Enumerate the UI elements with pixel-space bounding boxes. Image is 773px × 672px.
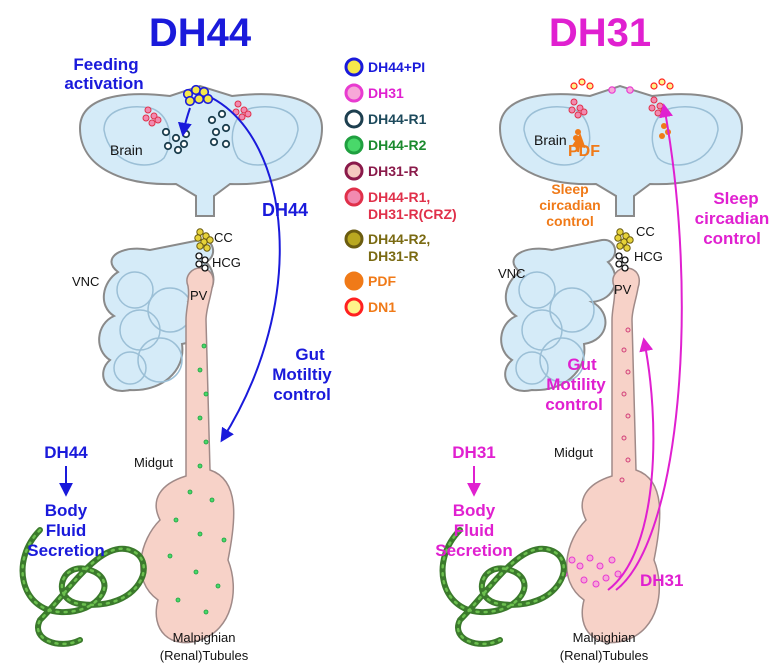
left-midgut-label: Midgut bbox=[134, 455, 173, 470]
left-gut bbox=[139, 267, 235, 644]
left-gut-line3: control bbox=[273, 385, 331, 404]
left-vnc-label: VNC bbox=[72, 274, 99, 289]
left-malp-line1: Malpighian bbox=[173, 630, 236, 645]
left-gut-cells bbox=[167, 343, 227, 615]
right-vnc-label: VNC bbox=[498, 266, 525, 281]
left-feeding-line2: activation bbox=[64, 74, 143, 93]
legend-label-6-line2: DH31-R bbox=[368, 248, 419, 264]
right-vnc-lobes bbox=[515, 271, 595, 385]
right-sleep-big-line2: circadian bbox=[695, 209, 770, 228]
legend-swatch-8 bbox=[344, 297, 364, 317]
left-malp-line2: (Renal)Tubules bbox=[160, 648, 249, 663]
legend-label-2: DH44-R1 bbox=[368, 111, 427, 127]
left-cc-label: CC bbox=[214, 230, 233, 245]
right-vnc bbox=[500, 238, 617, 392]
right-brain bbox=[498, 84, 744, 217]
legend-label-5-line1: DH44-R1, bbox=[368, 189, 430, 205]
left-body-line3: Secretion bbox=[27, 541, 104, 560]
right-midgut-label: Midgut bbox=[554, 445, 593, 460]
right-body-line2: Fluid bbox=[454, 521, 495, 540]
left-gut-line2: Motiltiy bbox=[272, 365, 332, 384]
right-sleep-big-line3: control bbox=[703, 229, 761, 248]
left-cc bbox=[194, 228, 214, 252]
right-pv-label: PV bbox=[614, 282, 632, 297]
right-pdf-arrow bbox=[571, 133, 586, 153]
left-pv-label: PV bbox=[190, 288, 208, 303]
legend-label-1: DH31 bbox=[368, 85, 404, 101]
legend-swatch-0 bbox=[344, 57, 364, 77]
right-body-line1: Body bbox=[453, 501, 496, 520]
left-body-line1: Body bbox=[45, 501, 88, 520]
right-hcg-label: HCG bbox=[634, 249, 663, 264]
right-gut-cells bbox=[619, 327, 631, 483]
right-sleep-big-line1: Sleep bbox=[713, 189, 758, 208]
right-gut-line3: control bbox=[545, 395, 603, 414]
legend-label-4: DH31-R bbox=[368, 163, 419, 179]
right-cc-label: CC bbox=[636, 224, 655, 239]
legend-swatch-6 bbox=[344, 229, 364, 249]
left-body-line2: Fluid bbox=[46, 521, 87, 540]
legend-label-7: PDF bbox=[368, 273, 396, 289]
left-tubule-cells bbox=[21, 528, 146, 646]
legend: DH44+PIDH31DH44-R1DH44-R2DH31-RDH44-R1,D… bbox=[344, 57, 457, 317]
legend-swatch-4 bbox=[344, 161, 364, 181]
left-dh44-gut-arrow bbox=[211, 97, 281, 443]
legend-label-5-line2: DH31-R(CRZ) bbox=[368, 206, 457, 222]
left-brain-label: Brain bbox=[110, 142, 143, 158]
right-body-line3: Secretion bbox=[435, 541, 512, 560]
left-fly-anatomy bbox=[19, 84, 324, 647]
left-feeding-arrow bbox=[177, 107, 192, 137]
right-pdf-label: PDF bbox=[568, 143, 600, 160]
right-sleep-small-line2: circadian bbox=[539, 197, 600, 213]
right-cc bbox=[614, 228, 634, 252]
right-brain-label: Brain bbox=[534, 132, 567, 148]
left-dh44-pi-cells bbox=[182, 84, 214, 107]
legend-label-3: DH44-R2 bbox=[368, 137, 427, 153]
legend-swatch-2 bbox=[344, 109, 364, 129]
left-dh44-arrow-label: DH44 bbox=[262, 200, 308, 220]
right-gut-line2: Motility bbox=[546, 375, 606, 394]
left-feeding-line1: Feeding bbox=[73, 55, 138, 74]
left-hcg bbox=[195, 252, 209, 272]
right-body-top: DH31 bbox=[452, 443, 495, 462]
left-gut-line1: Gut bbox=[295, 345, 325, 364]
legend-swatch-3 bbox=[344, 135, 364, 155]
right-malp-line2: (Renal)Tubules bbox=[560, 648, 649, 663]
legend-label-6-line1: DH44-R2, bbox=[368, 231, 430, 247]
legend-label-8: DN1 bbox=[368, 299, 396, 315]
right-malp-line1: Malpighian bbox=[573, 630, 636, 645]
right-gut-line1: Gut bbox=[567, 355, 597, 374]
right-sleep-arrow bbox=[615, 103, 683, 591]
right-dh31-cells bbox=[608, 86, 634, 94]
left-body-top: DH44 bbox=[44, 443, 88, 462]
title-dh31: DH31 bbox=[549, 11, 651, 55]
left-hcg-label: HCG bbox=[212, 255, 241, 270]
right-gut-arrow bbox=[607, 337, 655, 591]
title-dh44: DH44 bbox=[149, 11, 252, 55]
right-dn1-cells bbox=[570, 78, 674, 90]
legend-label-0: DH44+PI bbox=[368, 59, 425, 75]
right-dh31-gut-label: DH31 bbox=[640, 571, 683, 590]
right-tubule-cells bbox=[441, 528, 566, 646]
legend-swatch-7 bbox=[344, 271, 364, 291]
legend-swatch-1 bbox=[344, 83, 364, 103]
left-crz-cells bbox=[142, 100, 252, 127]
legend-swatch-5 bbox=[344, 187, 364, 207]
right-hcg bbox=[615, 252, 629, 272]
right-sleep-small-line3: control bbox=[546, 213, 593, 229]
right-sleep-small-line1: Sleep bbox=[551, 181, 588, 197]
